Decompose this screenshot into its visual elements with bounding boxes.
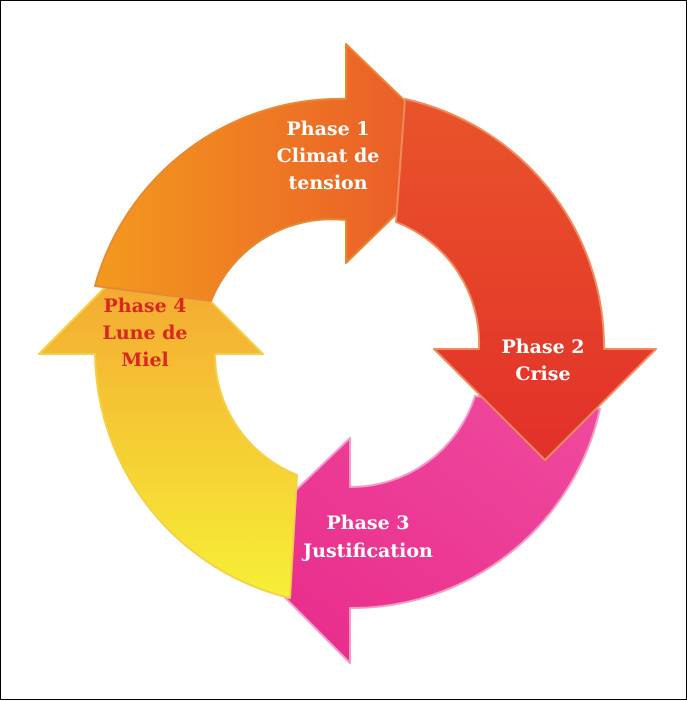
phase-2-arrow <box>395 98 657 461</box>
phase-4-arrow <box>38 240 298 599</box>
phase-1-arrow <box>94 43 460 302</box>
phase-4-line2: Lune de <box>102 322 187 344</box>
phase-2-title: Phase 2 <box>501 336 584 358</box>
phase-3-title: Phase 3 <box>326 512 409 534</box>
phase-3-line2: Justification <box>301 540 433 562</box>
phase-4-label: Phase 4 Lune de Miel <box>102 295 187 371</box>
phase-3-label: Phase 3 Justification <box>301 512 433 562</box>
phase-1-label: Phase 1 Climat de tension <box>277 118 380 194</box>
phase-4-line3: Miel <box>121 349 169 371</box>
phase-2-line2: Crise <box>515 363 570 385</box>
phase-1-line2: Climat de <box>277 145 380 167</box>
phase-2-label: Phase 2 Crise <box>501 336 584 385</box>
phase-3-arrow <box>235 395 601 664</box>
phase-1-title: Phase 1 <box>286 118 369 140</box>
phase-4-title: Phase 4 <box>103 295 186 317</box>
phase-1-line3: tension <box>288 172 367 194</box>
